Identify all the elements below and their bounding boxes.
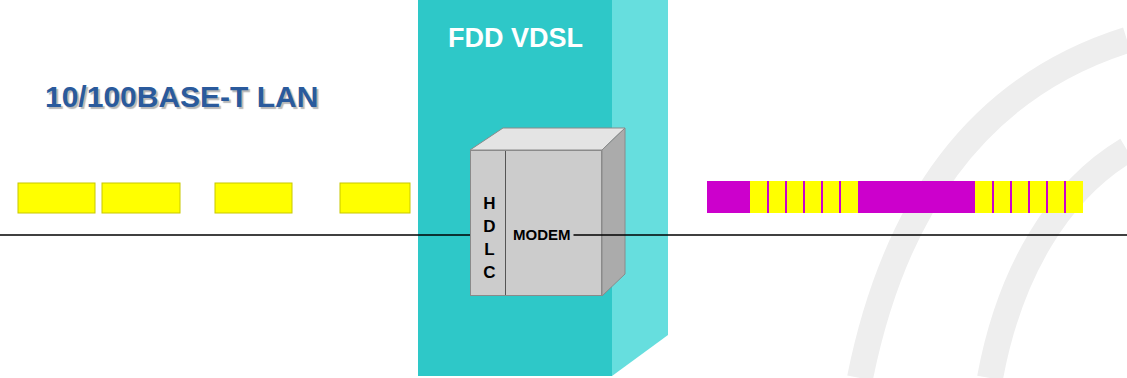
signal-line — [0, 234, 470, 236]
ethernet-frame — [102, 183, 180, 213]
hdlc-frame — [975, 181, 1083, 213]
hdlc-label: HDLC — [481, 193, 498, 285]
modem-label: MODEM — [513, 227, 571, 244]
hdlc-flag-bar — [707, 181, 1083, 213]
lan-frames — [18, 183, 410, 213]
divider-line — [505, 151, 506, 295]
lan-label: 10/100BASE-T LAN — [45, 80, 318, 114]
device-title: FDD VDSL — [448, 24, 583, 54]
hdlc-frame — [750, 181, 858, 213]
cube-side-face — [602, 128, 625, 296]
ethernet-frame — [215, 183, 292, 213]
device-box: FDD VDSL HDLC MODEM — [418, 0, 612, 376]
ethernet-frame — [18, 183, 95, 213]
modem-cube: HDLC MODEM — [470, 150, 602, 296]
signal-line — [574, 234, 1127, 236]
frame-stripes — [768, 181, 1065, 213]
hdlc-stream — [707, 181, 1083, 213]
cube-top-face — [470, 128, 625, 150]
ethernet-frame — [340, 183, 410, 213]
